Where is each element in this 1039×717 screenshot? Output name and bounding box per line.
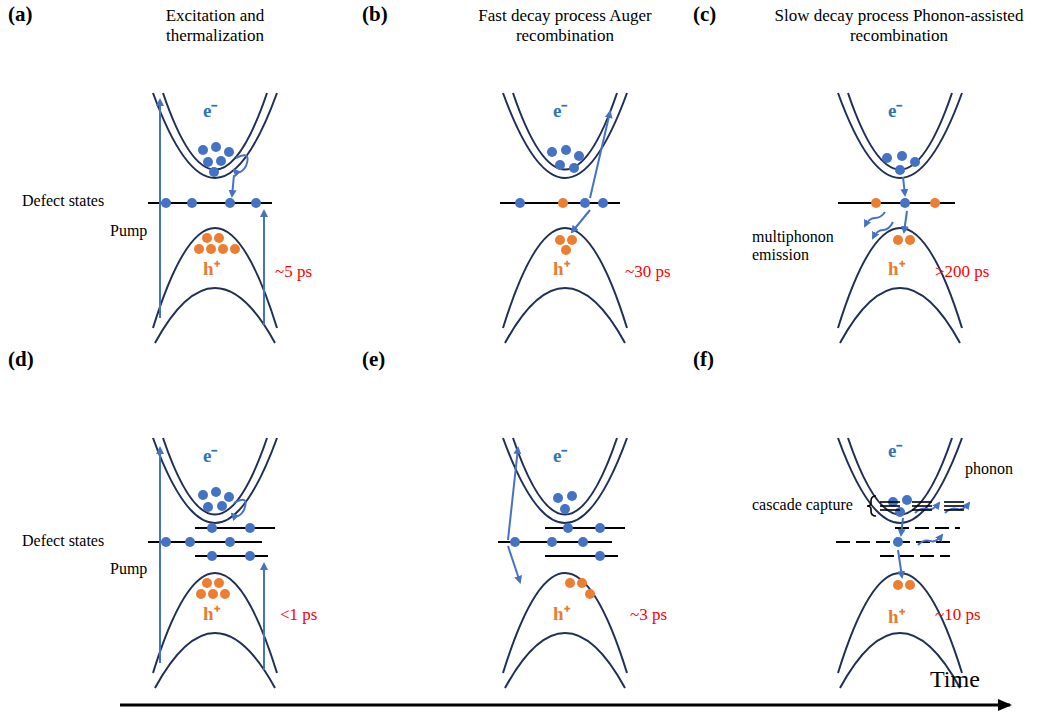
panel-letter: (c) — [693, 2, 716, 26]
time-constant: ~10 ps — [935, 605, 981, 625]
carrier-label: h⁺ — [203, 258, 220, 280]
electron-dots — [161, 142, 920, 561]
time-constant: ~30 ps — [625, 262, 671, 282]
panel-title: Slow decay process Phonon-assisted recom… — [764, 6, 1034, 45]
carrier-label: e⁻ — [888, 100, 902, 122]
carrier-label: h⁺ — [203, 603, 220, 625]
panel-letter: (f) — [693, 347, 714, 371]
process-label: phonon — [965, 460, 1013, 478]
carrier-label: e⁻ — [888, 440, 902, 462]
panel-title: Excitation and thermalization — [135, 6, 295, 45]
carrier-label: h⁺ — [553, 258, 570, 280]
panel-letter: (e) — [362, 347, 385, 371]
time-constant: ~5 ps — [275, 262, 312, 282]
carrier-label: e⁻ — [553, 100, 567, 122]
carrier-label: h⁺ — [888, 606, 905, 628]
carrier-label: e⁻ — [203, 445, 217, 467]
carrier-label: e⁻ — [553, 445, 567, 467]
panel-title: Fast decay process Auger recombination — [465, 6, 665, 45]
process-label: Pump — [110, 222, 147, 240]
carrier-label: h⁺ — [888, 258, 905, 280]
time-constant: ~3 ps — [630, 605, 667, 625]
time-constant: >200 ps — [935, 262, 989, 282]
band-panels — [153, 93, 962, 688]
level-label: Defect states — [22, 532, 104, 550]
carrier-label: e⁻ — [203, 100, 217, 122]
panel-letter: (a) — [8, 2, 33, 26]
time-axis — [120, 704, 1010, 707]
cascade-levels — [867, 496, 964, 516]
transition-arrows — [160, 100, 969, 670]
defect-levels — [148, 203, 960, 556]
panel-letter: (b) — [362, 2, 388, 26]
time-constant: <1 ps — [280, 605, 317, 625]
level-label: Defect states — [22, 192, 104, 210]
hole-dots — [194, 198, 940, 599]
process-label: cascade capture — [752, 496, 853, 514]
process-label: Pump — [110, 560, 147, 578]
carrier-label: h⁺ — [553, 603, 570, 625]
process-label: multiphonon emission — [752, 228, 852, 265]
panel-letter: (d) — [8, 347, 34, 371]
axis-label: Time — [930, 666, 980, 694]
